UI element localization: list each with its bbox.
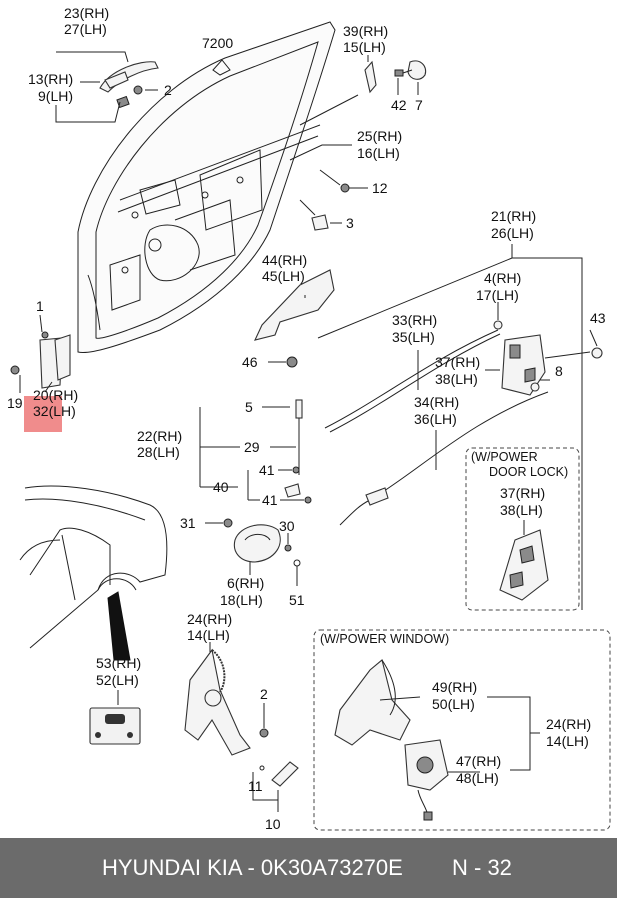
label-42: 42 — [391, 97, 407, 113]
label-20: 20(RH) — [33, 387, 78, 403]
label-50: 50(LH) — [432, 696, 475, 712]
label-10: 10 — [265, 816, 281, 832]
label-14-power: 14(LH) — [546, 733, 589, 749]
label-14-manual: 14(LH) — [187, 627, 230, 643]
label-23: 23(RH) — [64, 5, 109, 21]
door-hinge — [10, 331, 71, 389]
latch-bracket — [254, 269, 335, 368]
label-41-lower: 41 — [262, 492, 278, 508]
label-38-top: 38(LH) — [435, 371, 478, 387]
label-6: 6(RH) — [227, 575, 264, 591]
label-13: 13(RH) — [28, 71, 73, 87]
label-35: 35(LH) — [392, 329, 435, 345]
label-28: 28(LH) — [137, 444, 180, 460]
label-11: 11 — [248, 778, 263, 794]
label-19: 19 — [7, 395, 23, 411]
label-27: 27(LH) — [64, 21, 107, 37]
label-2-bottom: 2 — [260, 686, 268, 702]
label-17: 17(LH) — [476, 287, 519, 303]
label-7: 7 — [415, 97, 423, 113]
label-31: 31 — [180, 515, 196, 531]
label-power-door-lock-2: DOOR LOCK) — [489, 465, 568, 479]
label-51: 51 — [289, 592, 305, 608]
label-29: 29 — [244, 439, 260, 455]
highlight-marker — [24, 396, 62, 432]
label-49: 49(RH) — [432, 679, 477, 695]
label-48: 48(LH) — [456, 770, 499, 786]
label-18: 18(LH) — [220, 592, 263, 608]
window-regulator — [184, 648, 299, 787]
warning-label-plate — [89, 707, 141, 745]
label-38-box: 38(LH) — [500, 502, 543, 518]
label-8: 8 — [555, 363, 563, 379]
label-7200: 7200 — [202, 35, 233, 51]
label-37-top: 37(RH) — [435, 354, 480, 370]
label-1: 1 — [36, 298, 44, 314]
label-33: 33(RH) — [392, 312, 437, 328]
label-30: 30 — [279, 518, 295, 534]
label-16: 16(LH) — [357, 145, 400, 161]
power-window-box — [313, 629, 611, 831]
label-24-power: 24(RH) — [546, 716, 591, 732]
footer-part-number: HYUNDAI KIA - 0K30A73270E — [102, 855, 403, 880]
label-22: 22(RH) — [137, 428, 182, 444]
label-43: 43 — [590, 310, 606, 326]
power-lock-actuator — [499, 529, 549, 601]
inside-handle — [223, 518, 301, 567]
label-53: 53(RH) — [96, 655, 141, 671]
power-window-regulator — [334, 659, 449, 821]
label-24-manual: 24(RH) — [187, 611, 232, 627]
label-power-window: (W/POWER WINDOW) — [320, 632, 449, 646]
door-latch — [493, 320, 603, 396]
label-32: 32(LH) — [33, 403, 76, 419]
label-21: 21(RH) — [491, 208, 536, 224]
label-39: 39(RH) — [343, 23, 388, 39]
label-36: 36(LH) — [414, 411, 457, 427]
footer-page-number: N - 32 — [452, 855, 512, 880]
label-power-door-lock-1: (W/POWER — [471, 450, 538, 464]
label-2-top: 2 — [164, 82, 172, 98]
label-37-box: 37(RH) — [500, 485, 545, 501]
label-44: 44(RH) — [262, 252, 307, 268]
power-door-lock-box — [465, 447, 580, 611]
label-46: 46 — [242, 354, 258, 370]
label-26: 26(LH) — [491, 225, 534, 241]
car-silhouette — [19, 485, 168, 661]
label-45: 45(LH) — [262, 268, 305, 284]
label-9: 9(LH) — [38, 88, 73, 104]
label-5: 5 — [245, 399, 253, 415]
label-12: 12 — [372, 180, 388, 196]
key-cylinder — [364, 60, 427, 94]
label-52: 52(LH) — [96, 672, 139, 688]
label-41-upper: 41 — [259, 462, 275, 478]
label-47: 47(RH) — [456, 753, 501, 769]
label-4: 4(RH) — [484, 270, 521, 286]
label-3: 3 — [346, 215, 354, 231]
label-15: 15(LH) — [343, 39, 386, 55]
label-25: 25(RH) — [357, 128, 402, 144]
label-40: 40 — [213, 479, 229, 495]
door-panel — [77, 21, 336, 354]
exploded-view-drawing: 23(RH) 27(LH) 13(RH) 9(LH) 2 7200 39(RH)… — [7, 5, 611, 832]
outside-handle — [99, 61, 159, 109]
footer-bar: HYUNDAI KIA - 0K30A73270E N - 32 — [0, 838, 617, 898]
label-34: 34(RH) — [414, 394, 459, 410]
